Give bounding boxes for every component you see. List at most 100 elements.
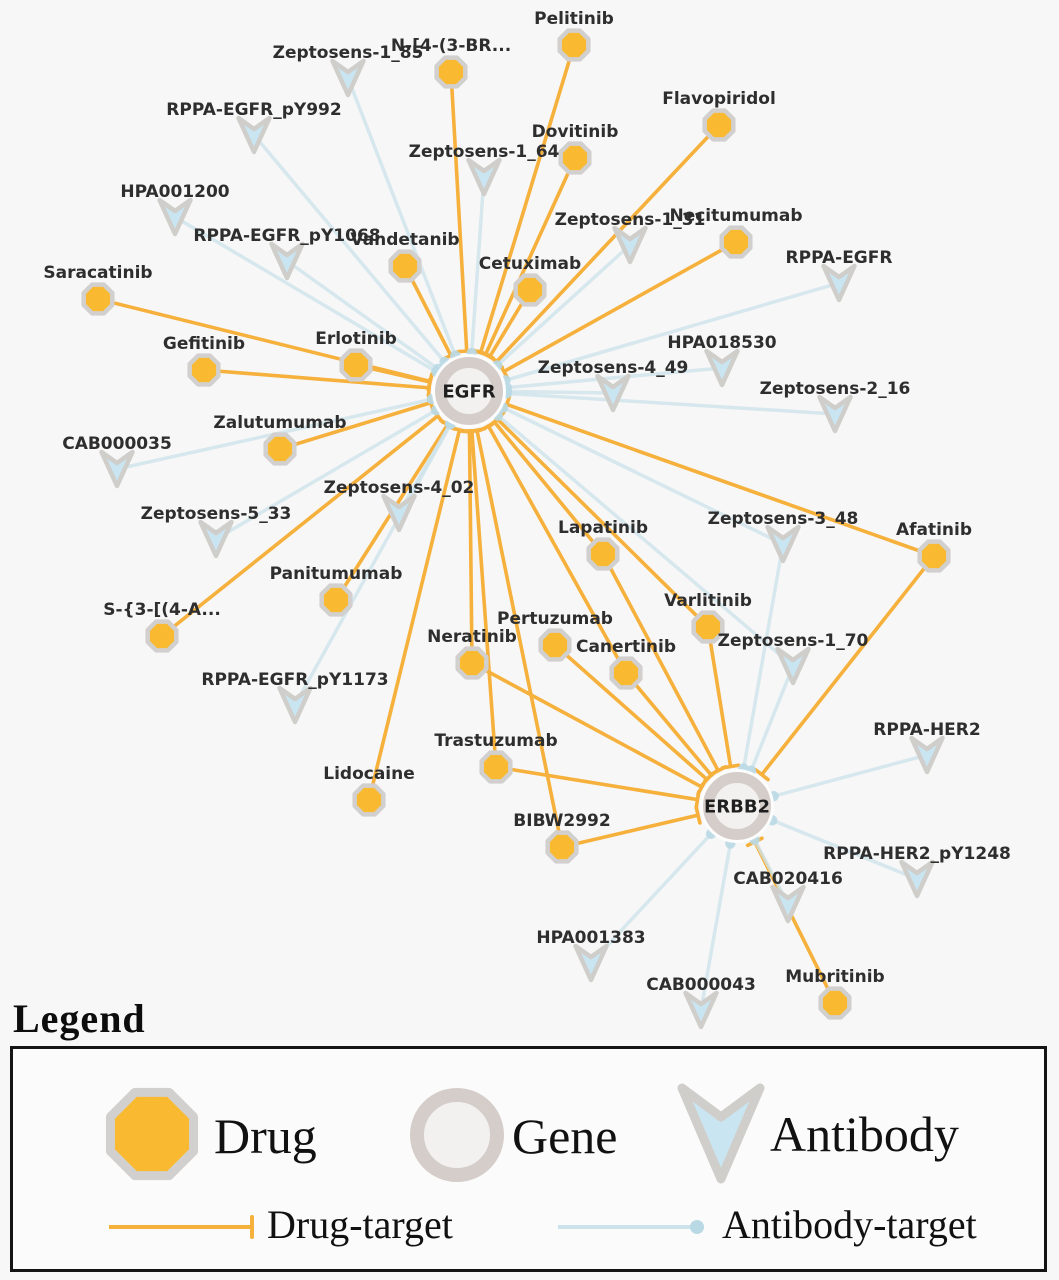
node-label-zeptosens-4-49: Zeptosens-4_49 (538, 358, 689, 378)
drug-node-mubritinib[interactable] (818, 986, 852, 1020)
antibody-node-rppa-her2-py1248[interactable] (899, 859, 935, 899)
edge-afatinib-erbb2 (760, 554, 936, 775)
drug-node-n-4-3-br[interactable] (434, 55, 468, 89)
edge-neratinib-egfr (467, 431, 474, 664)
node-labels: PelitinibN-[4-(3-BR...DovitinibFlavopiri… (43, 9, 1010, 995)
drug-node-trastuzumab[interactable] (479, 750, 513, 784)
node-label-canertinib: Canertinib (576, 637, 676, 657)
drug-node-pertuzumab[interactable] (538, 628, 572, 662)
drug-node-neratinib[interactable] (455, 646, 489, 680)
edge-zeptosens-1-85-egfr (346, 77, 457, 356)
antibody-node-cab020416[interactable] (770, 884, 806, 924)
antibody-node-rppa-egfr-py992[interactable] (236, 115, 272, 155)
antibody-node-rppa-egfr[interactable] (821, 263, 857, 303)
drug-node-vandetanib[interactable] (388, 249, 422, 283)
drug-node-necitumumab[interactable] (719, 225, 753, 259)
drug-node-afatinib[interactable] (917, 539, 951, 573)
legend-title: Legend (13, 996, 146, 1041)
node-label-erlotinib: Erlotinib (315, 329, 397, 349)
antibody-node-zeptosens-1-31[interactable] (612, 225, 648, 265)
node-label-zeptosens-1-70: Zeptosens-1_70 (718, 631, 869, 651)
drug-node-erlotinib[interactable] (339, 348, 373, 382)
node-label-zeptosens-1-31: Zeptosens-1_31 (555, 210, 706, 230)
node-label-gefitinib: Gefitinib (163, 334, 245, 354)
drug-node-cetuximab[interactable] (513, 273, 547, 307)
antibody-node-hpa001383[interactable] (573, 943, 609, 983)
edge-varlitinib-egfr (496, 418, 710, 629)
antibody-node-hpa018530[interactable] (704, 348, 740, 388)
legend-antibody-label: Antibody (770, 1106, 959, 1162)
tee-arrowhead-bibw2992-erbb2 (694, 805, 702, 825)
antibody-node-zeptosens-3-48[interactable] (765, 524, 801, 564)
antibody-node-hpa001200[interactable] (157, 197, 193, 237)
node-label-saracatinib: Saracatinib (43, 263, 152, 283)
drug-node-panitumumab[interactable] (319, 583, 353, 617)
antibody-target-edges (116, 77, 928, 1011)
drug-node-pelitinib[interactable] (557, 28, 591, 62)
edge-pertuzumab-erbb2 (553, 643, 708, 781)
node-label-lidocaine: Lidocaine (323, 764, 415, 784)
edge-lapatinib-egfr (493, 421, 605, 556)
node-label-bibw2992: BIBW2992 (513, 811, 610, 831)
edge-dovitinib-egfr (484, 157, 577, 355)
node-label-hpa001383: HPA001383 (536, 928, 645, 948)
antibody-node-rppa-egfr-py1173[interactable] (277, 685, 313, 725)
edge-rppa-egfr-py1068-egfr (285, 259, 439, 370)
tee-arrowhead-pertuzumab-erbb2 (699, 771, 715, 788)
legend-drug-target-label: Drug-target (267, 1202, 453, 1247)
drug-node-lapatinib[interactable] (586, 537, 620, 571)
node-label-zeptosens-1-85: Zeptosens-1_85 (273, 43, 424, 63)
gene-node-erbb2[interactable]: ERBB2 (700, 769, 774, 843)
node-label-neratinib: Neratinib (427, 627, 517, 647)
node-label-s-3-4-a: S-{3-[(4-A... (103, 600, 221, 620)
node-label-lapatinib: Lapatinib (558, 518, 648, 538)
drug-node-lidocaine[interactable] (352, 783, 386, 817)
drug-node-varlitinib[interactable] (691, 610, 725, 644)
node-label-n-4-3-br: N-[4-(3-BR... (391, 36, 511, 56)
edge-n-4-3-br-egfr (449, 71, 469, 351)
antibody-node-zeptosens-1-70[interactable] (775, 646, 811, 686)
antibody-node-cab000043[interactable] (683, 990, 719, 1030)
tee-arrowhead-varlitinib-erbb2 (720, 763, 741, 770)
edge-bibw2992-egfr (475, 430, 564, 848)
antibody-node-zeptosens-5-33[interactable] (198, 519, 234, 559)
node-label-cab000043: CAB000043 (646, 975, 756, 995)
edge-cab000043-erbb2 (699, 844, 732, 1011)
drug-node-dovitinib[interactable] (558, 141, 592, 175)
tee-arrowhead-trastuzumab-erbb2 (694, 789, 701, 810)
node-label-zeptosens-5-33: Zeptosens-5_33 (141, 504, 292, 524)
drug-node-flavopiridol[interactable] (702, 108, 736, 142)
drug-node-bibw2992[interactable] (545, 830, 579, 864)
node-label-trastuzumab: Trastuzumab (434, 731, 557, 751)
node-label-rppa-egfr-py992: RPPA-EGFR_pY992 (166, 100, 341, 120)
node-label-rppa-egfr: RPPA-EGFR (786, 248, 893, 268)
node-label-rppa-egfr-py1173: RPPA-EGFR_pY1173 (201, 670, 388, 690)
edge-canertinib-erbb2 (624, 671, 713, 776)
antibody-node-rppa-her2[interactable] (909, 735, 945, 775)
antibody-node-zeptosens-1-64[interactable] (466, 157, 502, 197)
node-label-mubritinib: Mubritinib (785, 967, 884, 987)
drug-node-gefitinib[interactable] (187, 353, 221, 387)
drug-node-saracatinib[interactable] (81, 282, 115, 316)
drug-node-zalutumumab[interactable] (263, 432, 297, 466)
antibody-node-cab000035[interactable] (99, 449, 135, 489)
edge-trastuzumab-erbb2 (495, 765, 697, 802)
antibody-node-zeptosens-2-16[interactable] (817, 394, 853, 434)
drug-node-canertinib[interactable] (609, 656, 643, 690)
node-label-pertuzumab: Pertuzumab (497, 609, 613, 629)
antibody-node-zeptosens-1-85[interactable] (330, 58, 366, 98)
node-label-panitumumab: Panitumumab (270, 564, 403, 584)
drug-node-s-3-4-a[interactable] (145, 619, 179, 653)
node-label-zalutumumab: Zalutumumab (213, 413, 346, 433)
legend-gene-icon (410, 1088, 504, 1182)
edge-hpa018530-egfr (507, 366, 723, 390)
gene-ring-erbb2 (703, 772, 771, 840)
node-label-vandetanib: Vandetanib (350, 230, 459, 250)
gene-node-egfr[interactable]: EGFR (432, 354, 506, 428)
antibody-node-zeptosens-4-02[interactable] (381, 493, 417, 533)
antibody-node-zeptosens-4-49[interactable] (595, 373, 631, 413)
node-label-rppa-her2-py1248: RPPA-HER2_pY1248 (823, 844, 1011, 864)
antibody-node-rppa-egfr-py1068[interactable] (269, 241, 305, 281)
